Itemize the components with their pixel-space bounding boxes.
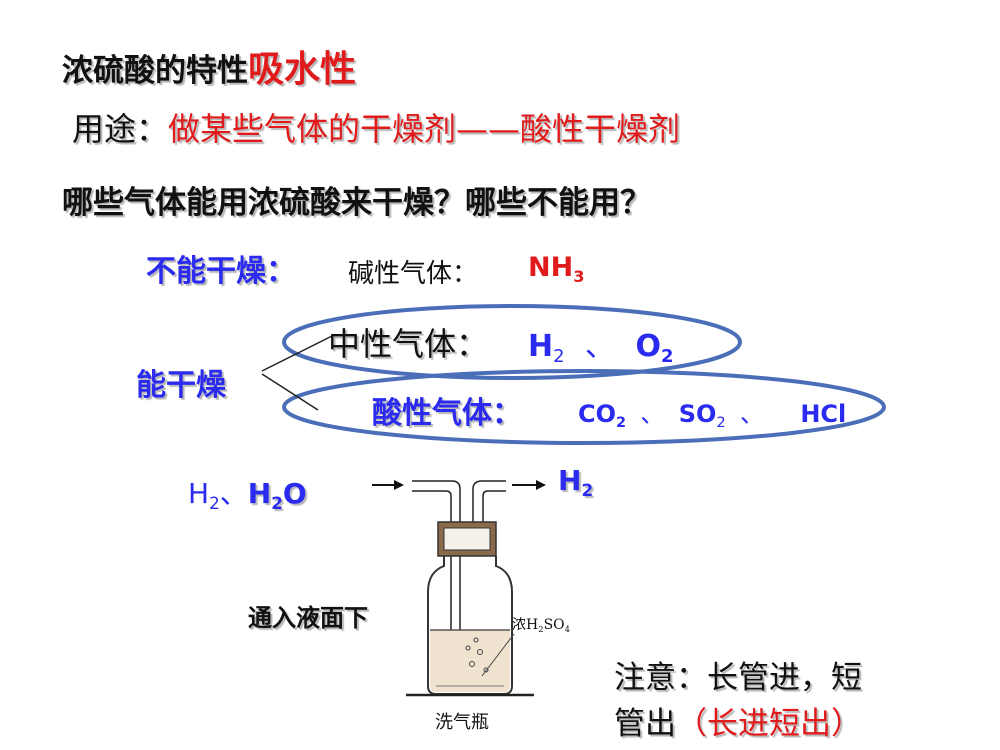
neutral-gas-category: 中性气体： — [328, 325, 489, 363]
acid-label-mid: SO — [543, 617, 565, 633]
neutral-gas-formulas: H2 、 O2 — [528, 321, 674, 368]
acidic-gas-formulas: CO2 、 SO2 、 HCl — [578, 394, 847, 432]
tube-note: 通入液面下 — [248, 604, 368, 632]
acidic-separator-2: 、 — [739, 400, 764, 428]
inlet-h2-main: H — [188, 477, 210, 510]
title-prefix: 浓硫酸的特性 — [62, 53, 248, 89]
gas-washing-bottle — [406, 556, 534, 697]
co2-main: CO — [578, 400, 617, 428]
cannot-dry-label: 不能干燥： — [146, 254, 296, 289]
acid-sub-2: 4 — [564, 623, 570, 634]
usage-label: 用途： — [72, 110, 169, 148]
h2-sub: 2 — [553, 346, 565, 368]
acidic-gas-ellipse — [282, 369, 886, 445]
nh-sub: 3 — [573, 266, 585, 286]
outlet-gas-label: H2 — [558, 464, 594, 500]
so2-sub: 2 — [716, 415, 726, 432]
usage-text: 做某些气体的干燥剂——酸性干燥剂 — [168, 110, 681, 148]
o2-main: O — [635, 329, 661, 364]
water-h: H — [247, 477, 272, 510]
h2-main: H — [528, 329, 554, 364]
inlet-h2-sub: 2 — [209, 492, 220, 513]
acidic-separator-1: 、 — [640, 400, 665, 428]
acid-label-prefix: 浓H — [512, 617, 539, 633]
bracket-line-lower — [261, 373, 319, 411]
usage-line: 用途：做某些气体的干燥剂——酸性干燥剂 — [72, 104, 680, 150]
bottle-stopper — [437, 521, 497, 557]
so2-main: SO — [678, 400, 717, 428]
neutral-gas-ellipse — [282, 304, 742, 380]
inlet-separator: 、 — [219, 477, 248, 510]
note-line-2: 管出（长进短出） — [614, 698, 862, 743]
neutral-separator: 、 — [585, 329, 616, 364]
nh-main: NH — [528, 252, 574, 283]
basic-gas-category: 碱性气体： — [348, 259, 479, 289]
outlet-h2-sub: 2 — [581, 479, 594, 500]
bracket-line-upper — [261, 335, 333, 372]
inlet-gas-label: H2、H2O — [188, 472, 307, 513]
water-sub: 2 — [271, 492, 283, 513]
note-line-2-red: （长进短出） — [676, 706, 862, 742]
co2-sub: 2 — [616, 415, 627, 432]
page-title: 浓硫酸的特性吸水性 — [62, 40, 356, 92]
water-o: O — [282, 477, 307, 510]
hcl-formula: HCl — [800, 400, 847, 428]
note-line-2-black: 管出 — [614, 706, 676, 742]
outlet-h2-main: H — [558, 464, 582, 497]
inlet-water: H2O — [247, 477, 307, 513]
acidic-gas-category: 酸性气体： — [372, 396, 522, 431]
title-keyword: 吸水性 — [248, 49, 357, 90]
question-text: 哪些气体能用浓硫酸来干燥？哪些不能用？ — [62, 185, 651, 221]
acid-sub-1: 2 — [538, 623, 544, 634]
inlet-arrow — [372, 480, 404, 490]
can-dry-label: 能干燥 — [136, 368, 226, 403]
basic-gas-formula: NH3 — [528, 252, 585, 286]
o2-sub: 2 — [660, 346, 674, 368]
acid-label: 浓H2SO4 — [512, 614, 570, 634]
note-line-1: 注意：长管进，短 — [614, 660, 862, 696]
outlet-arrow — [512, 480, 546, 490]
bottle-caption: 洗气瓶 — [435, 712, 489, 733]
